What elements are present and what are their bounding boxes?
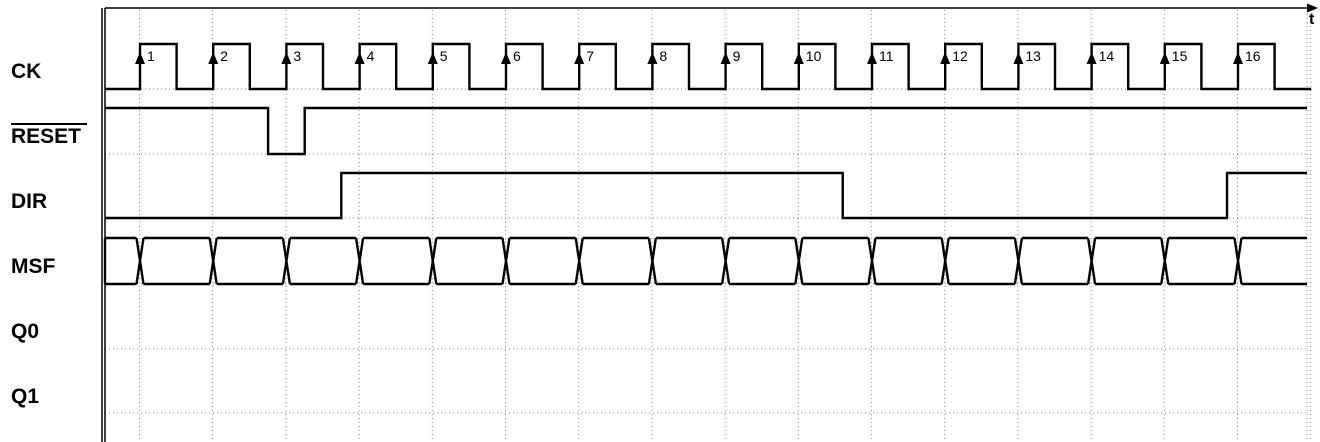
- clock-pulse-number: 3: [293, 48, 301, 64]
- rising-edge-arrow-icon: [940, 52, 951, 64]
- rising-edge-arrow-icon: [208, 52, 219, 64]
- clock-pulse-number: 9: [733, 48, 741, 64]
- msf-bus-transition: [720, 237, 731, 285]
- signal-label-msf: MSF: [11, 255, 56, 278]
- rising-edge-arrow-icon: [574, 52, 585, 64]
- rising-edge-arrow-icon: [281, 52, 292, 64]
- rising-edge-arrow-icon: [647, 52, 658, 64]
- rising-edge-arrow-icon: [1233, 52, 1243, 64]
- signal-label-dir: DIR: [11, 190, 47, 213]
- signal-label-ck: CK: [11, 60, 41, 83]
- msf-bus-transition: [501, 237, 511, 285]
- signal-label-q0: Q0: [11, 320, 39, 343]
- clock-pulse-number: 10: [806, 48, 822, 64]
- clock-pulse-number: 14: [1099, 48, 1115, 64]
- clock-pulse-number: 8: [659, 48, 667, 64]
- clock-pulse-number: 6: [513, 48, 521, 64]
- clock-pulse-number: 11: [879, 48, 894, 64]
- reset-waveform: [105, 106, 1307, 156]
- rising-edge-arrow-icon: [427, 52, 438, 64]
- msf-bus-transition: [135, 237, 145, 285]
- time-axis: t: [101, 3, 1318, 442]
- clock-pulse-number: 5: [440, 48, 448, 64]
- clock-pulse-number: 15: [1172, 48, 1188, 64]
- msf-bus-transition: [940, 237, 950, 285]
- msf-bus-transition: [281, 237, 292, 285]
- msf-bus-transition: [647, 237, 658, 285]
- ck-waveform: [105, 42, 1312, 91]
- time-arrow-icon: [1307, 3, 1318, 13]
- signal-label-reset: RESET: [11, 125, 81, 148]
- rising-edge-arrow-icon: [793, 52, 804, 64]
- clock-pulse-number: 1: [147, 48, 155, 64]
- msf-bus-transition: [794, 237, 804, 285]
- clock-pulse-number: 13: [1025, 48, 1041, 64]
- msf-bus-transition: [1233, 237, 1243, 285]
- rising-edge-arrow-icon: [135, 52, 145, 64]
- rising-edge-arrow-icon: [1013, 52, 1024, 64]
- clock-pulse-number: 4: [367, 48, 375, 64]
- msf-bus-transition: [574, 237, 584, 285]
- clock-pulse-number: 7: [586, 48, 594, 64]
- clock-pulse-number: 12: [952, 48, 968, 64]
- rising-edge-arrow-icon: [867, 52, 877, 64]
- msf-bus-transition: [428, 237, 438, 285]
- rising-edge-arrow-icon: [501, 52, 511, 64]
- msf-bus-transition: [1086, 237, 1097, 285]
- msf-bus-transition: [1013, 237, 1024, 285]
- dir-waveform: [105, 171, 1307, 220]
- clock-pulse-number: 2: [220, 48, 228, 64]
- msf-bus-transition: [1160, 237, 1170, 285]
- clock-pulse-number: 16: [1245, 48, 1261, 64]
- rising-edge-arrow-icon: [354, 52, 365, 64]
- msf-bus-transition: [354, 237, 365, 285]
- msf-bus-transition: [208, 237, 218, 285]
- time-axis-label: t: [1309, 11, 1315, 28]
- rising-edge-arrow-icon: [1086, 52, 1097, 64]
- rising-edge-arrow-icon: [720, 52, 731, 64]
- signal-label-q1: Q1: [11, 385, 39, 408]
- rising-edge-arrow-icon: [1159, 52, 1170, 64]
- msf-bus-transition: [867, 237, 877, 285]
